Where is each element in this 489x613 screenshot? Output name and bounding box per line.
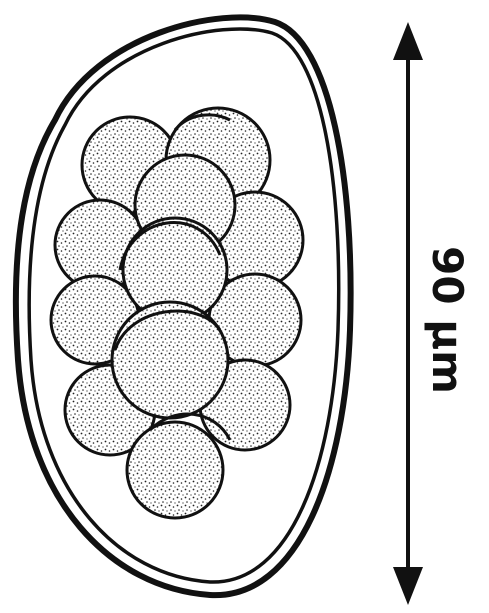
scale-bar-label: 90 μm — [417, 245, 477, 395]
arrowhead-top-icon — [393, 22, 423, 60]
cell-lobe — [127, 422, 223, 518]
arrowhead-bottom-icon — [393, 567, 423, 605]
